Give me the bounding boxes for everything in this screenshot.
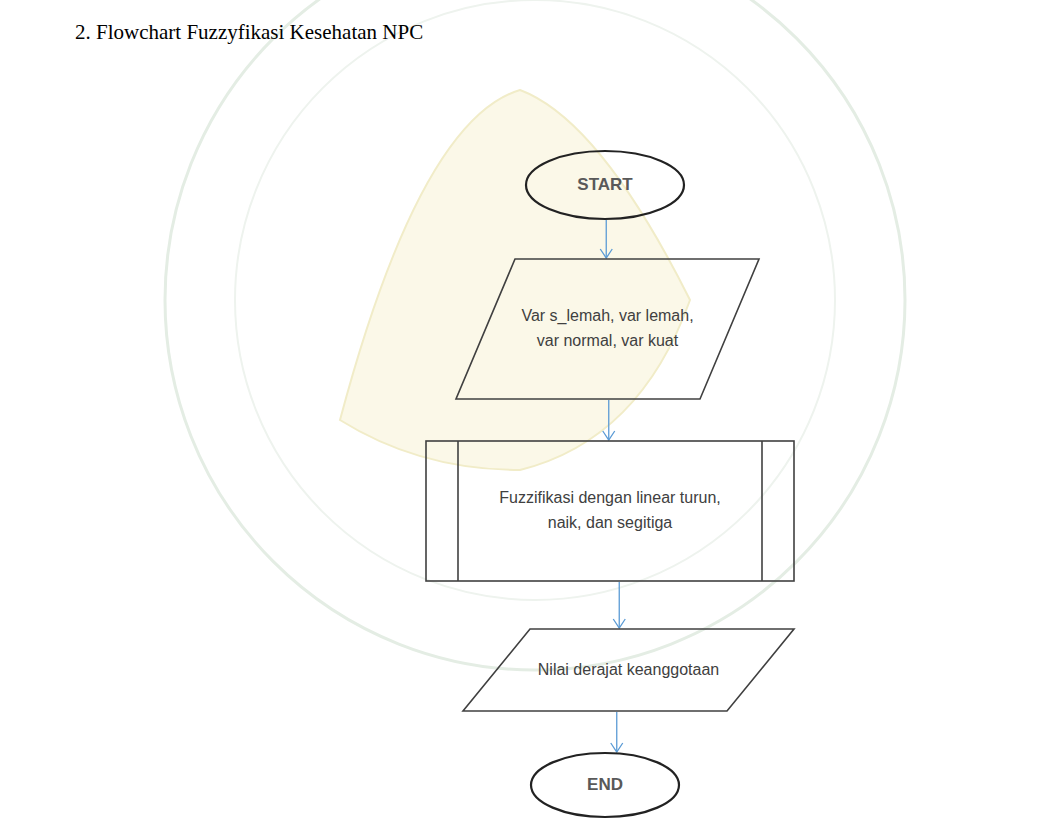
input-parallelogram: Var s_lemah, var lemah, var normal, var … [455,258,760,400]
input-parallelogram-outline [455,258,760,400]
node-label: Nilai derajat keanggotaan [534,658,724,683]
flow-arrow [600,220,612,258]
terminator-oval: START [525,150,685,220]
predefined-process-box-outline [425,440,795,582]
terminator-oval: END [530,752,680,818]
node-label: START [545,172,665,198]
output-parallelogram: Nilai derajat keanggotaan [462,628,795,712]
flow-arrow [603,400,615,440]
flow-arrow [613,582,625,628]
figure-title: 2. Flowchart Fuzzyfikasi Kesehatan NPC [75,20,423,45]
node-label: END [550,772,660,798]
node-label: Var s_lemah, var lemah, var normal, var … [513,304,703,354]
flow-arrow [611,712,623,752]
predefined-process-box: Fuzzifikasi dengan linear turun, naik, d… [425,440,795,582]
node-label: Fuzzifikasi dengan linear turun, naik, d… [485,486,735,536]
